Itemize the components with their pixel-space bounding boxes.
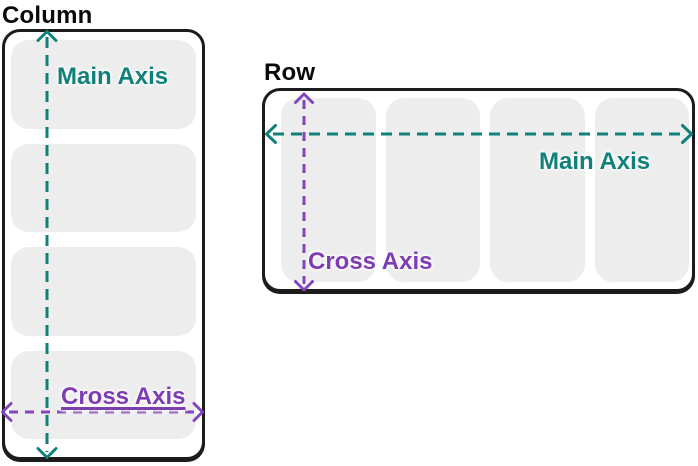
column-flex-item [11, 247, 196, 336]
row-main-axis-label: Main Axis [539, 148, 651, 175]
column-flex-item [11, 350, 196, 439]
column-cross-axis-label: Cross Axis [61, 383, 186, 410]
column-flex-container [2, 29, 205, 460]
row-flex-item [281, 98, 376, 282]
column-diagram-title: Column [2, 2, 93, 29]
row-flex-item [490, 98, 585, 282]
row-flex-container [262, 88, 695, 292]
column-flex-item [11, 40, 196, 129]
row-cross-axis-label: Cross Axis [308, 248, 433, 275]
column-flex-item [11, 143, 196, 232]
row-flex-item [594, 98, 689, 282]
row-flex-item [385, 98, 480, 282]
row-diagram-title: Row [264, 59, 316, 86]
column-main-axis-label: Main Axis [57, 63, 169, 90]
